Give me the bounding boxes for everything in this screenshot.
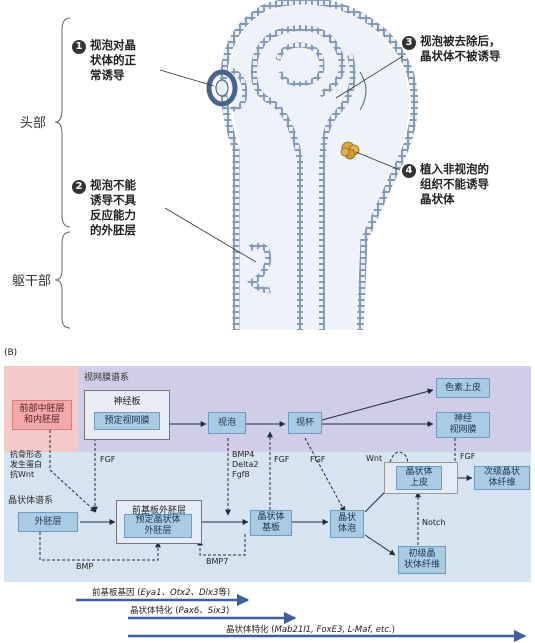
gene-bar-prefix: 前基板基因 (	[92, 588, 141, 598]
gene-bar-suffix: )	[391, 625, 395, 635]
bmp4-line: Delta2	[232, 460, 259, 469]
primary-fibers-line: 初级晶	[408, 549, 436, 559]
antagonist-line: 发生蛋白	[10, 460, 42, 469]
lens-placode-line: 基板	[261, 523, 280, 533]
callout-1-line: 状体的正	[90, 53, 136, 67]
fgf-signal-4: FGF	[460, 452, 476, 461]
retina-lineage-title: 视网膜谱系	[84, 373, 130, 383]
notch-signal: Notch	[422, 518, 446, 527]
secondary-fibers-line: 体纤维	[488, 478, 516, 488]
lens-vesicle-box: 晶状 体泡	[330, 510, 364, 538]
gene-bar-lens-late: 晶状体特化 (Mab21l1, FoxE3, L-Maf, etc.)	[226, 623, 395, 635]
gene-bar-preplacodal: 前基板基因 (Eya1、Otx2、Dlx3等)	[92, 586, 230, 598]
callout-2-line: 反应能力	[90, 208, 136, 222]
callout-1-line: 常诱导	[90, 68, 125, 82]
lens-placode-box: 晶状体 基板	[250, 510, 292, 536]
lens-placode-line: 晶状体	[257, 512, 285, 522]
gene-bar-prefix: 晶状体特化 (	[226, 625, 275, 635]
lens-epithelium-box: 晶状体 上皮	[396, 466, 442, 490]
primary-fibers-box: 初级晶 状体纤维	[398, 546, 446, 574]
pigment-epithelium-box: 色素上皮	[436, 378, 490, 398]
lens-lineage-title: 晶状体谱系	[8, 496, 54, 506]
lens-epithelium-line: 晶状体	[405, 467, 433, 477]
callout-3-line: 视泡被去除后，	[420, 34, 501, 48]
optic-cup-box: 视杯	[288, 412, 322, 434]
gene-bar-prefix: 晶状体特化 (	[130, 606, 179, 616]
lens-epithelium-line: 上皮	[409, 478, 428, 488]
ectoderm-box: 外胚层	[18, 512, 78, 532]
wnt-signal: Wnt	[366, 454, 383, 463]
callout-2-number: 2	[72, 180, 86, 194]
callout-1-number: 1	[72, 40, 86, 54]
callout-4-line: 植入非视泡的	[420, 162, 489, 176]
callout-4-line: 晶状体	[420, 192, 455, 206]
embryo-illustration	[159, 0, 418, 331]
secondary-fibers-box: 次级晶状 体纤维	[474, 466, 530, 490]
neural-plate-label: 神经板	[113, 397, 141, 407]
neural-retina-box: 神经 视网膜	[436, 412, 490, 438]
optic-vesicle-box: 视泡	[208, 412, 246, 434]
bmp4-line: BMP4	[232, 450, 255, 459]
preplacodal-label: 前基板外胚层	[131, 506, 186, 516]
gene-bar-suffix: )	[226, 606, 230, 616]
region-brackets	[54, 17, 71, 329]
fgf-signal-2: FGF	[274, 455, 290, 464]
anterior-mesoderm-line: 前部中胚层	[19, 404, 65, 414]
gene-bar-genes: Eya1、Otx2、Dlx3	[140, 588, 219, 598]
head-label: 头部	[20, 116, 47, 131]
antagonist-label: 抗骨形态 发生蛋白 抗Wnt	[10, 450, 42, 480]
gene-bar-lens-spec: 晶状体特化 (Pax6、Six3)	[130, 604, 229, 616]
callout-2-line: 诱导不具	[90, 193, 136, 207]
neural-retina-line: 视网膜	[449, 425, 477, 435]
callout-2-line: 视泡不能	[90, 178, 136, 192]
trunk-label: 躯干部	[12, 274, 52, 289]
presumptive-retina-box: 预定视网膜	[94, 412, 160, 430]
lens-vesicle-line: 体泡	[337, 524, 356, 534]
callout-3-line: 晶状体不被诱导	[420, 49, 501, 63]
anterior-mesoderm-line: 和内胚层	[23, 415, 60, 425]
gene-bar-genes: Mab21l1, FoxE3, L-Maf, etc.	[274, 625, 392, 635]
bmp4-line: Fgf8	[232, 470, 250, 479]
fgf-signal-3: FGF	[310, 455, 326, 464]
lens-vesicle-line: 晶状	[337, 513, 356, 523]
presumptive-lens-line: 预定晶状体	[135, 515, 181, 525]
antagonist-line: 抗骨形态	[10, 450, 42, 459]
panel-b-label: (B)	[4, 348, 18, 358]
presumptive-lens-box: 预定晶状体 外胚层	[124, 514, 192, 538]
presumptive-lens-line: 外胚层	[144, 526, 172, 536]
fgf-signal-1: FGF	[100, 455, 116, 464]
bmp4-signals: BMP4 Delta2 Fgf8	[232, 450, 258, 480]
implant-tissue	[340, 141, 360, 160]
callout-1-line: 视泡对晶	[90, 38, 136, 52]
antagonist-line: 抗Wnt	[10, 470, 35, 479]
secondary-fibers-line: 次级晶状	[483, 467, 520, 477]
gene-bar-suffix: 等)	[218, 588, 231, 598]
callout-3-number: 3	[402, 36, 416, 50]
bmp7-signal: BMP7	[206, 557, 229, 566]
callout-4-line: 组织不能诱导	[420, 177, 489, 191]
callout-4-number: 4	[402, 164, 416, 178]
callout-2-line: 的外胚层	[90, 223, 136, 237]
bmp-signal: BMP	[76, 562, 94, 571]
gene-bar-genes: Pax6、Six3	[178, 606, 226, 616]
primary-fibers-line: 状体纤维	[403, 560, 440, 570]
anterior-mesoderm-box: 前部中胚层 和内胚层	[12, 400, 72, 430]
neural-retina-line: 神经	[453, 414, 472, 424]
